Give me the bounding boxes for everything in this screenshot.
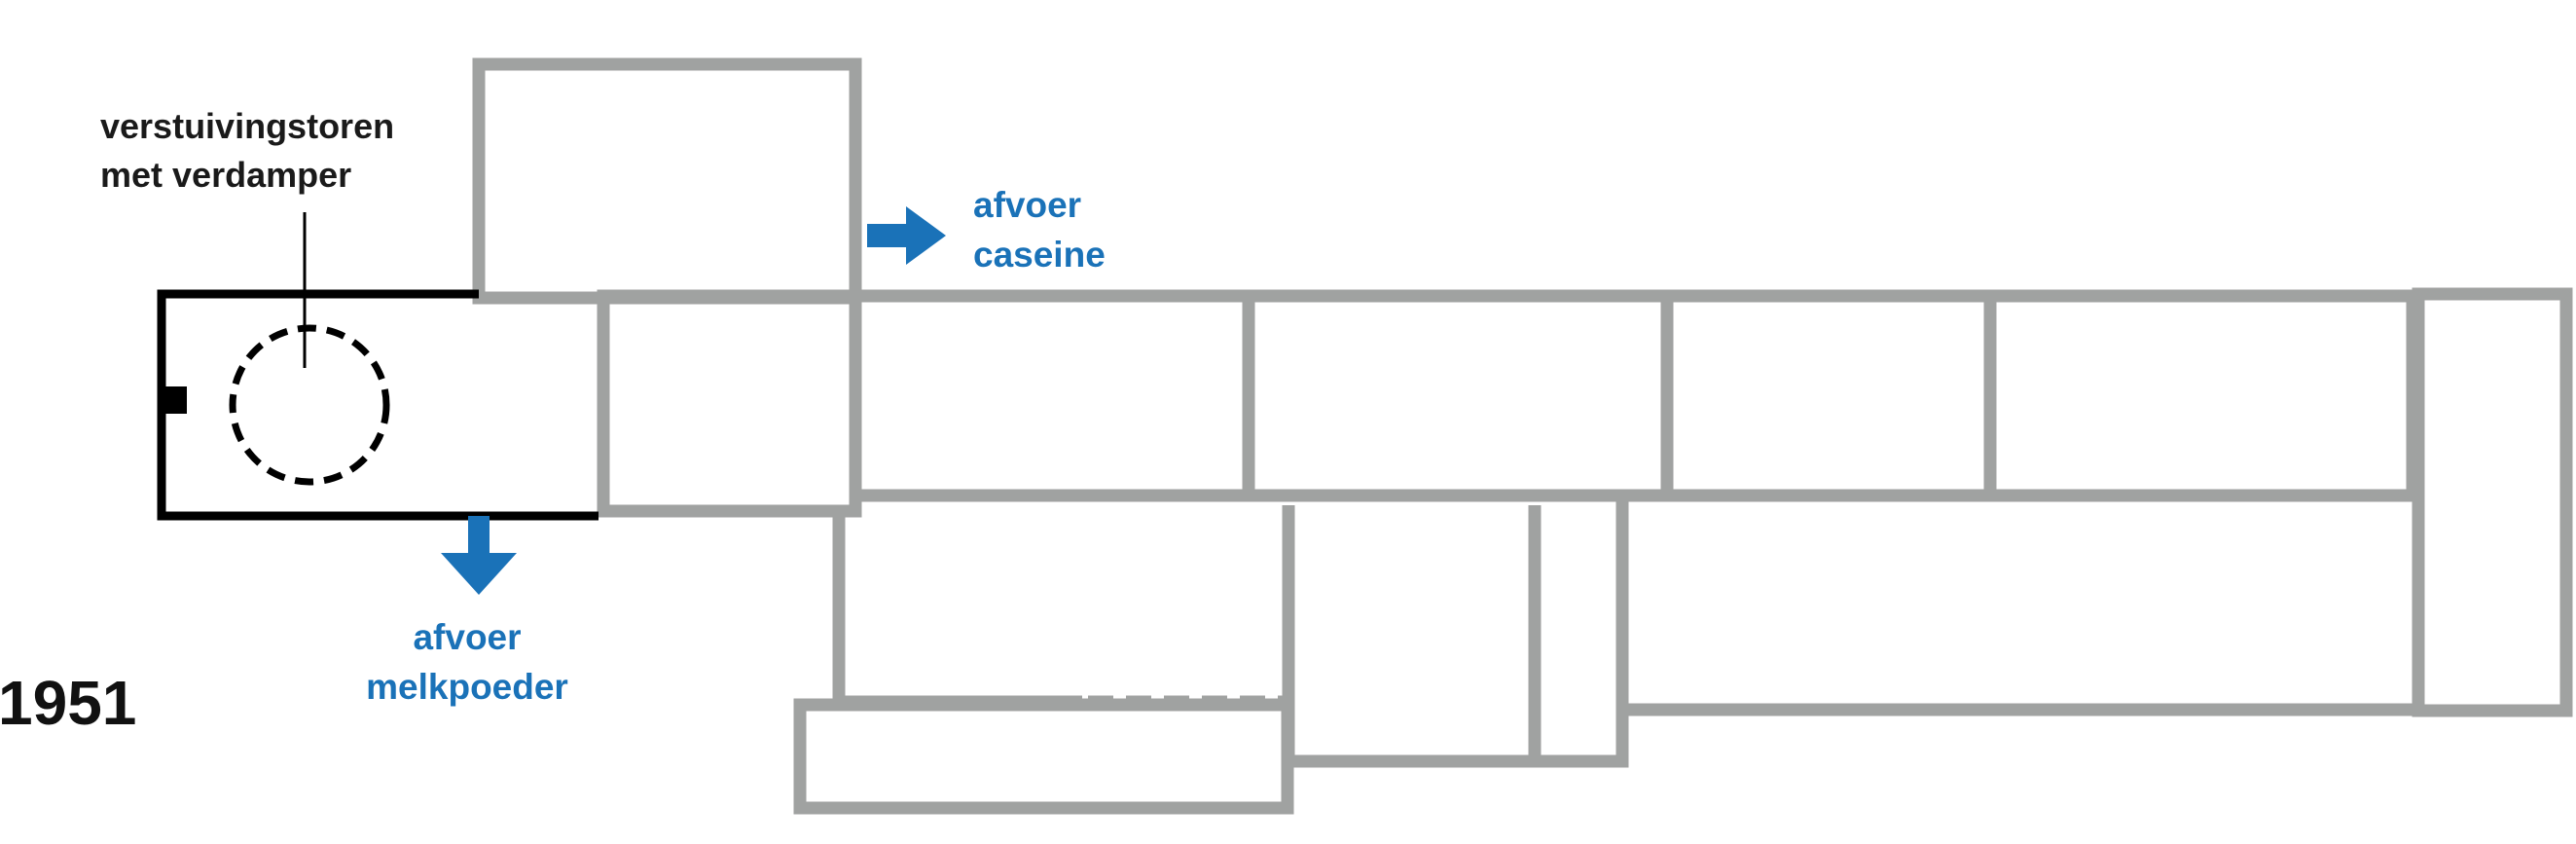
label-tower-line1: verstuivingstoren: [100, 106, 394, 146]
label-casein-line1: afvoer: [973, 185, 1081, 225]
existing-buildings: [472, 57, 2573, 815]
arrow-afvoer-caseine: [867, 206, 946, 265]
label-casein-line2: caseine: [973, 235, 1106, 275]
label-powder-line2: melkpoeder: [366, 667, 568, 707]
label-tower-line2: met verdamper: [100, 155, 351, 195]
building-right-wing: [2412, 287, 2573, 717]
door-marker: [162, 386, 187, 414]
spray-tower-circle: [229, 324, 390, 486]
building-lower-right: [1615, 489, 2425, 716]
new-building-outline: [157, 289, 599, 521]
building-lower-left: [832, 511, 1082, 709]
new-building: [157, 212, 599, 521]
building-middle-lower: [1282, 505, 1629, 768]
label-powder-line1: afvoer: [413, 617, 521, 657]
arrow-afvoer-melkpoeder: [441, 516, 517, 595]
building-top: [472, 57, 862, 305]
building-main-row: [849, 289, 2419, 502]
building-bottom-annex: [793, 698, 1294, 815]
building-connector: [597, 289, 862, 518]
year-label: 1951: [0, 668, 136, 738]
